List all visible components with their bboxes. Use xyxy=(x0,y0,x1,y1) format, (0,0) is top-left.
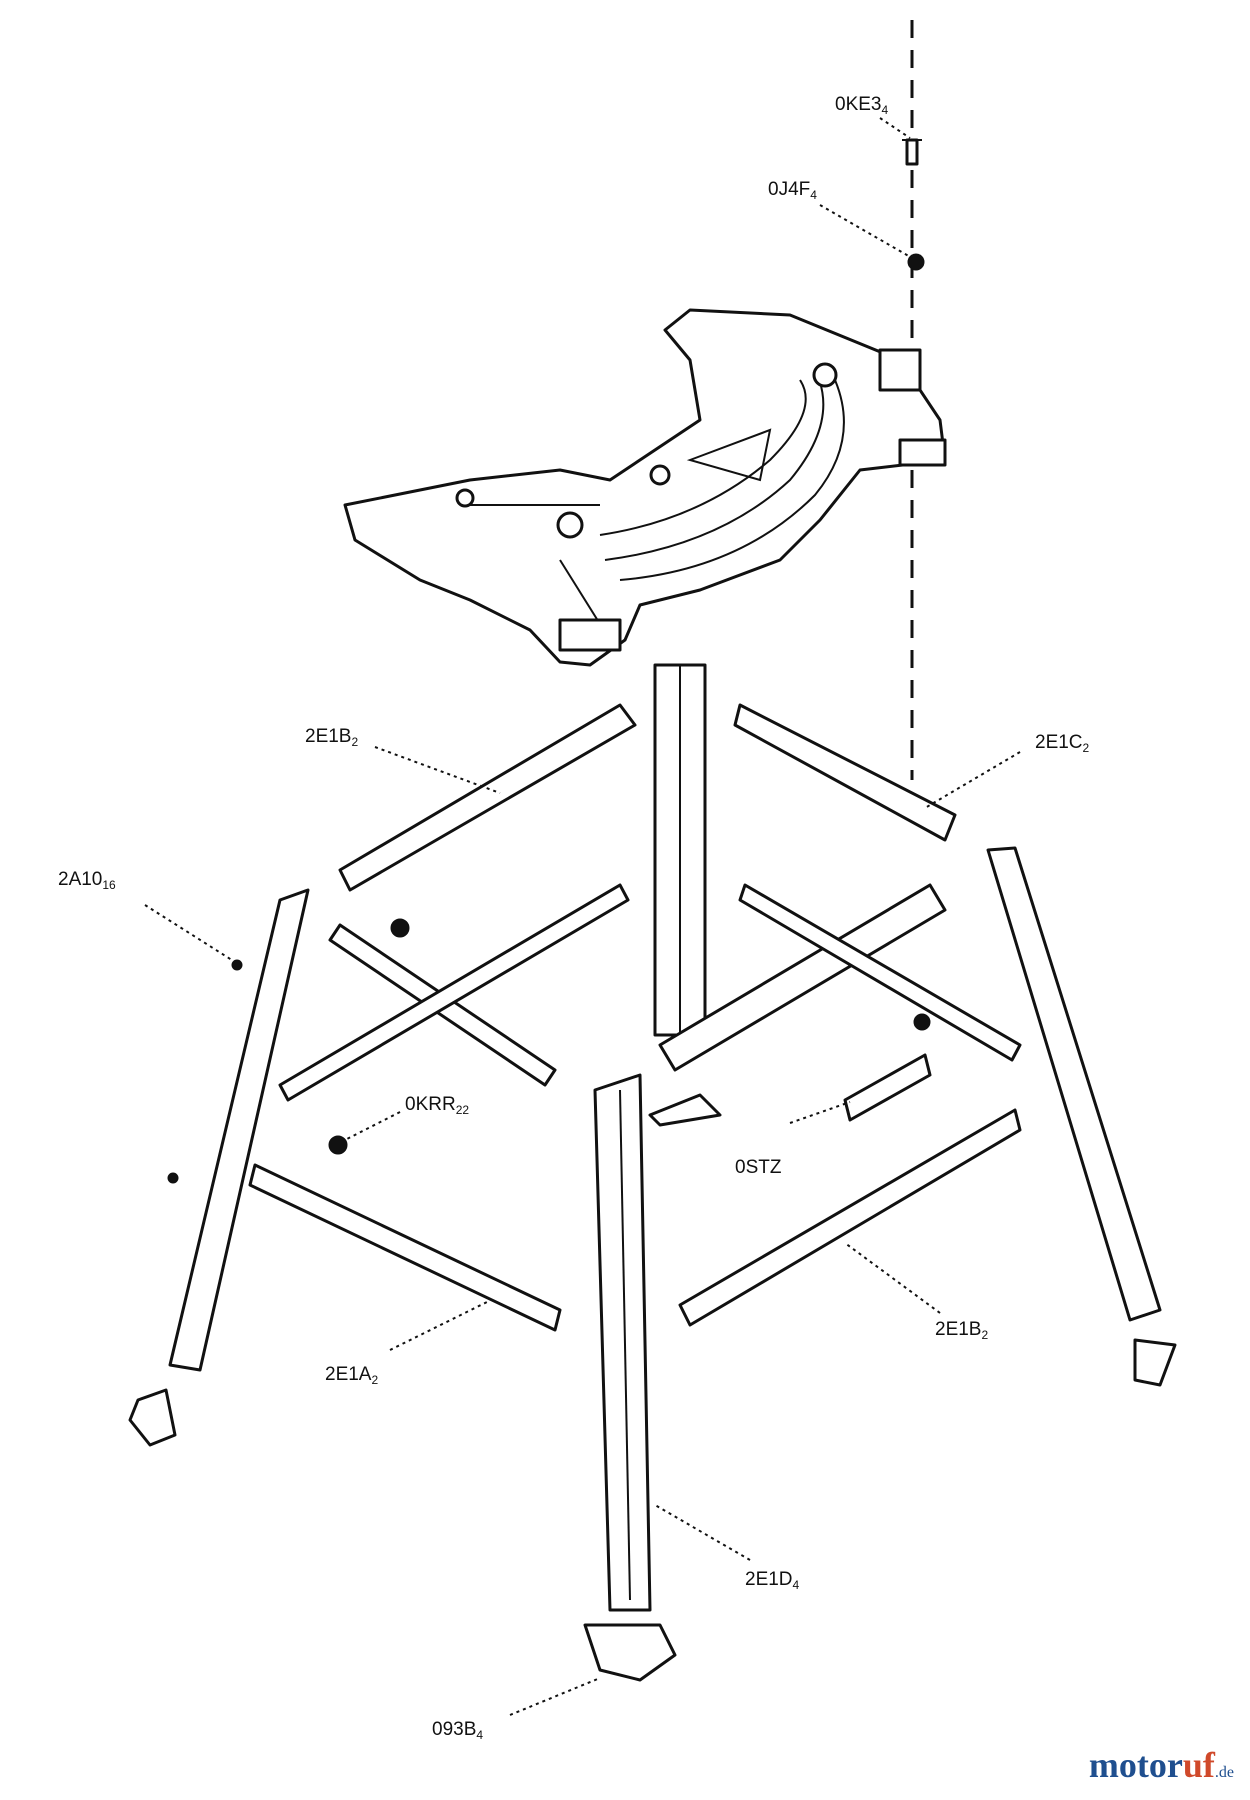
back-leg-part xyxy=(653,663,707,1037)
brace-lower-left-part xyxy=(248,1163,562,1332)
leader-0krr xyxy=(344,1111,401,1141)
front-foot-part xyxy=(583,1623,677,1682)
watermark-logo: motoruf.de xyxy=(1088,1745,1234,1785)
label-0krr: 0KRR22 xyxy=(405,1094,469,1117)
label-0j4f: 0J4F4 xyxy=(768,179,817,202)
label-2a10: 2A1016 xyxy=(58,869,116,892)
leader-093b xyxy=(509,1677,601,1716)
nut-part-upper xyxy=(390,918,410,938)
brace-lower-right-part xyxy=(678,1108,1022,1327)
label-2e1a: 2E1A2 xyxy=(325,1364,378,1387)
brace-upper-left-part xyxy=(338,703,637,892)
screw-part xyxy=(902,138,922,166)
left-leg-part xyxy=(128,888,310,1447)
leader-2e1d xyxy=(654,1504,751,1561)
nut-part-lower xyxy=(328,1135,348,1155)
leader-2e1c-top xyxy=(924,751,1021,809)
label-2e1c-top: 2E1C2 xyxy=(1035,732,1090,755)
leader-2e1b-top xyxy=(374,746,501,794)
nut-part-right xyxy=(913,1013,931,1031)
bolt-part-lower xyxy=(167,1172,179,1184)
label-2e1b-top: 2E1B2 xyxy=(305,726,358,749)
label-2e1d: 2E1D4 xyxy=(745,1569,800,1592)
brace-mid-right-back-part xyxy=(738,883,1022,1062)
leader-2a10 xyxy=(144,904,236,963)
center-bracket-part xyxy=(648,1093,722,1127)
brace-mid-diag-part xyxy=(278,883,630,1102)
label-0ke3: 0KE34 xyxy=(835,94,888,117)
washer-part xyxy=(907,253,925,271)
label-0stz: 0STZ xyxy=(735,1157,782,1178)
front-leg-part xyxy=(593,1073,652,1612)
tool-part xyxy=(843,1053,932,1122)
leader-2e1b-lower xyxy=(844,1242,941,1314)
leader-0j4f xyxy=(819,204,913,259)
leader-0stz xyxy=(789,1101,851,1124)
right-leg-part xyxy=(986,846,1177,1387)
bolt-part-left xyxy=(231,959,243,971)
leader-0ke3 xyxy=(879,117,911,139)
label-093b: 093B4 xyxy=(432,1719,483,1742)
brace-upper-right-part xyxy=(733,703,957,842)
brace-mid-right-front-part xyxy=(658,883,947,1072)
label-2e1b-lower: 2E1B2 xyxy=(935,1319,988,1342)
saw-table-part xyxy=(343,308,947,667)
leader-2e1a xyxy=(389,1301,488,1351)
